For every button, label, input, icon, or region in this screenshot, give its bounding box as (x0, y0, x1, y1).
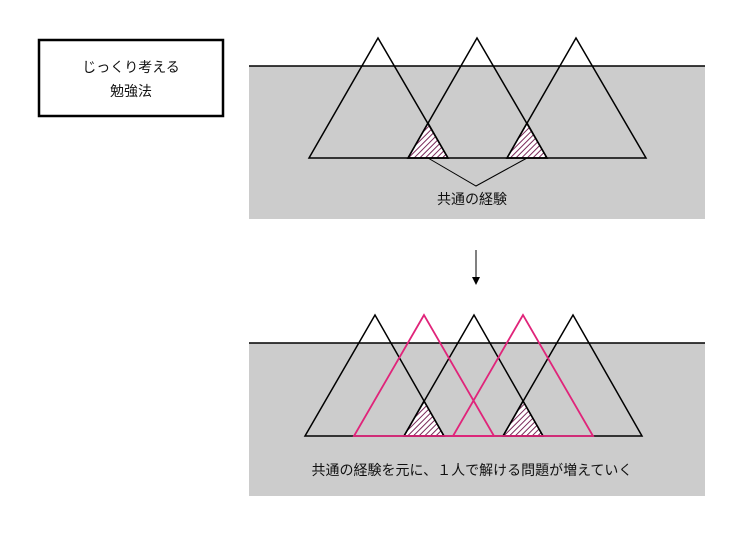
title-line-2: 勉強法 (110, 84, 152, 100)
title-box: じっくり考える 勉強法 (37, 38, 225, 118)
bottom-panel-caption: 共通の経験を元に、１人で解ける問題が増えていく (312, 463, 633, 479)
title-box-frame (37, 38, 225, 118)
triangle-3 (505, 36, 648, 159)
top-panel-background (249, 66, 705, 219)
title-line-1: じっくり考える (82, 60, 180, 76)
top-panel-caption: 共通の経験 (437, 192, 507, 208)
caption-bracket (427, 157, 528, 187)
triangle-2 (406, 36, 549, 159)
new-triangle-2 (451, 313, 595, 437)
bottom-panel: 共通の経験を元に、１人で解ける問題が増えていく (249, 313, 705, 496)
down-arrow (472, 250, 480, 285)
new-triangle-1 (352, 313, 496, 437)
bottom-panel-background (249, 343, 705, 496)
top-panel: 共通の経験 (249, 36, 705, 219)
triangle-1 (307, 36, 450, 159)
